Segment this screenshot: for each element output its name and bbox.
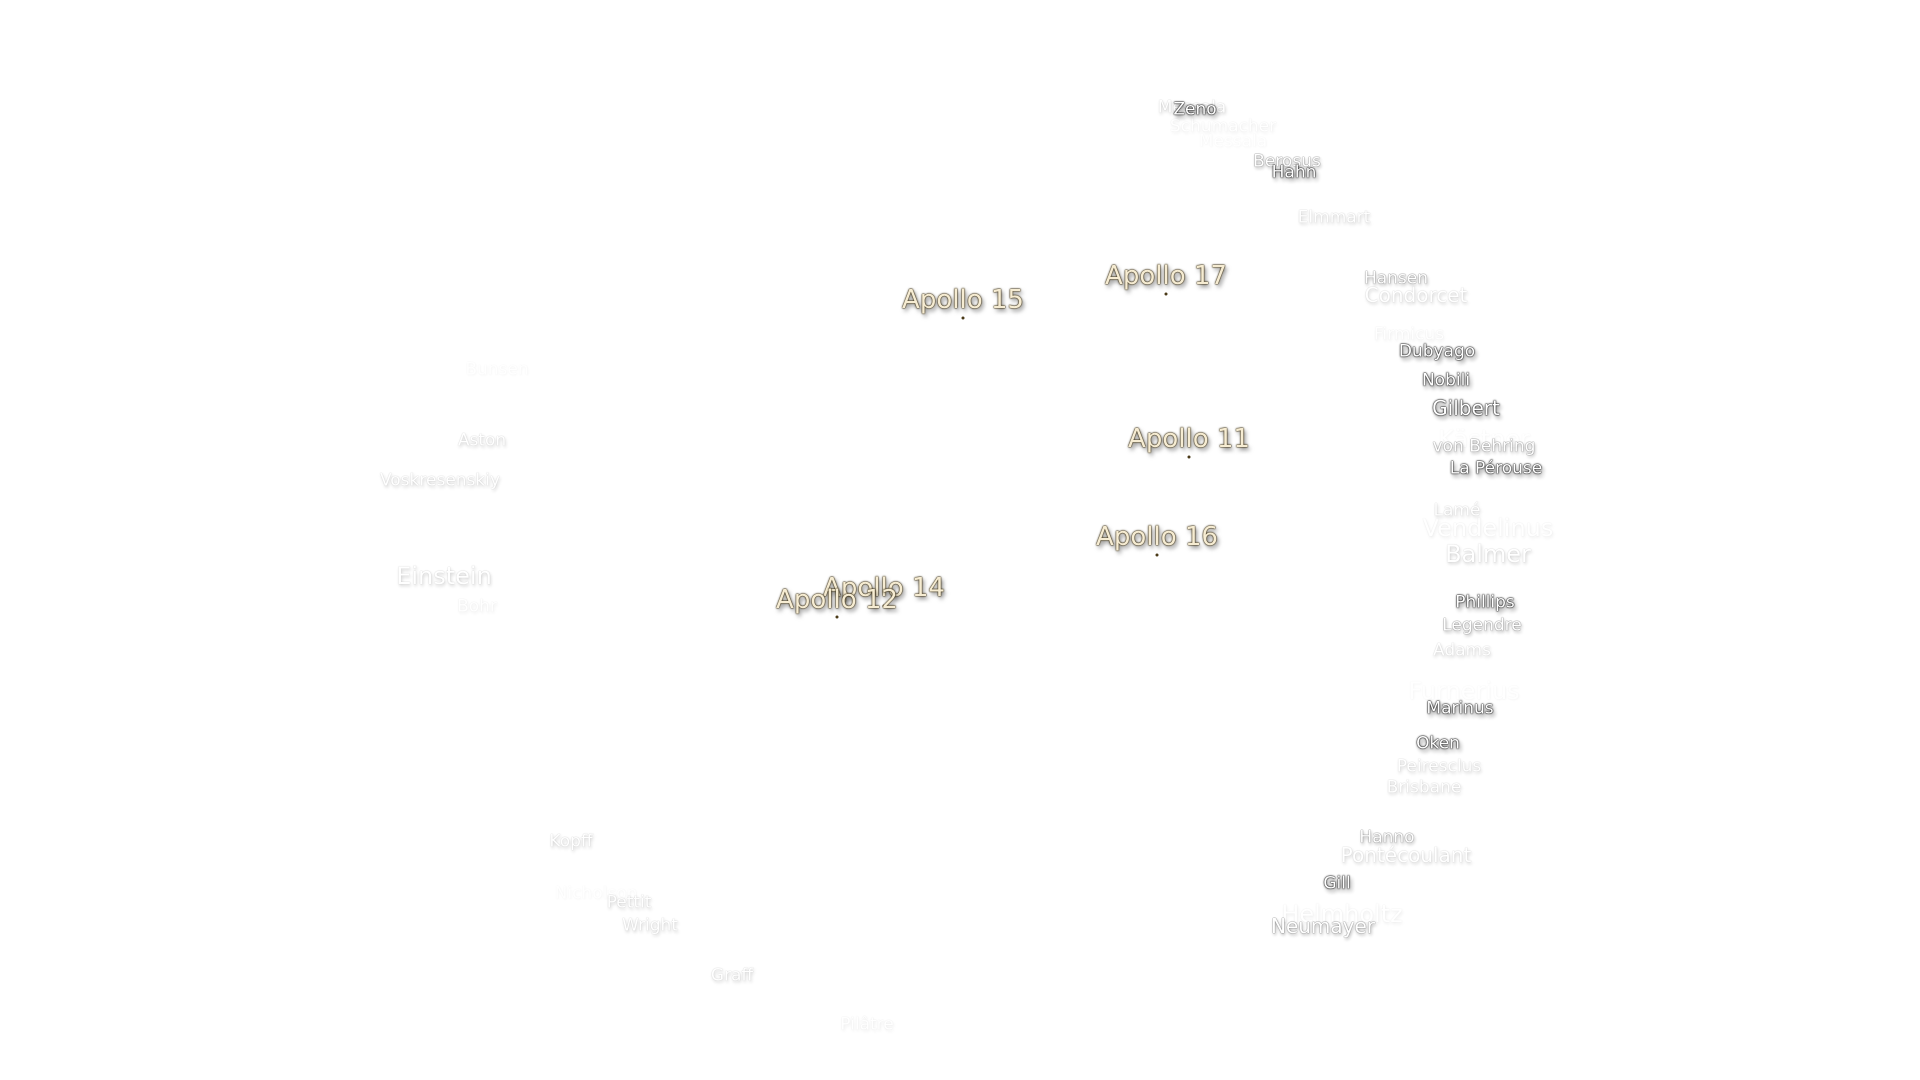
apollo-12-label[interactable]: Apollo 12 [776,585,898,615]
crater-label[interactable]: Phillips [1455,592,1515,613]
crater-label[interactable]: Bohr [457,596,497,617]
crater-label[interactable]: Condorcet [1364,283,1468,307]
crater-label[interactable]: Legendre [1442,615,1522,636]
crater-label[interactable]: Lamé [1433,500,1481,521]
apollo-15-site-marker [961,316,965,320]
crater-label[interactable]: Dubyago [1398,341,1476,362]
crater-label[interactable]: Gilbert [1432,396,1500,420]
crater-label[interactable]: Nicholson [554,883,638,904]
crater-label[interactable]: Gill [1323,873,1351,894]
crater-label[interactable]: Furnerius [1408,677,1520,705]
apollo-14-label[interactable]: Apollo 14 [823,573,945,603]
crater-label[interactable]: Schumacher [1169,116,1277,137]
crater-label[interactable]: Hansen [1363,268,1429,289]
crater-label[interactable]: Adams [1433,640,1491,661]
crater-label[interactable]: Wright [622,915,678,936]
crater-label[interactable]: Neumayer [1270,914,1376,938]
crater-label[interactable]: Helmholtz [1281,900,1403,928]
crater-label[interactable]: Balmer [1445,540,1531,568]
apollo-11-site-marker [1187,455,1191,459]
crater-label[interactable]: Brisbane [1386,777,1462,798]
crater-label[interactable]: Vendelinus [1422,514,1554,542]
crater-label[interactable]: Kopff [549,831,593,852]
crater-label[interactable]: Messala [1157,97,1227,118]
crater-label[interactable]: Hanno [1359,827,1415,848]
crater-label[interactable]: Nobili [1421,370,1471,391]
crater-label[interactable]: Elmmart [1297,207,1371,228]
crater-label[interactable]: Pettit [606,892,652,913]
crater-label[interactable]: Graff [710,965,754,986]
crater-label[interactable]: Hahn [1271,162,1317,183]
crater-label[interactable]: von Behring [1432,436,1536,457]
crater-label[interactable]: Pilâtre [840,1014,894,1035]
crater-label[interactable]: Kästner [1438,425,1530,453]
apollo-15-label[interactable]: Apollo 15 [902,285,1024,315]
crater-label[interactable]: Peiresclus [1396,756,1482,777]
crater-label[interactable]: Pontécoulant [1340,843,1472,867]
crater-label[interactable]: Voskresenskiy [379,470,501,491]
apollo-17-site-marker [1164,292,1168,296]
crater-label[interactable]: Bunsen [465,359,529,380]
crater-label[interactable]: Oken [1416,733,1460,754]
apollo-14-site-marker [882,604,886,608]
apollo-11-label[interactable]: Apollo 11 [1128,424,1250,454]
crater-label[interactable]: Aston [457,430,507,451]
crater-label[interactable]: Messala [1198,131,1268,152]
apollo-12-site-marker [835,615,839,619]
apollo-16-site-marker [1155,553,1159,557]
crater-label[interactable]: La Pérouse [1449,458,1543,479]
apollo-16-label[interactable]: Apollo 16 [1096,522,1218,552]
crater-label[interactable]: Einstein [396,562,492,590]
crater-label[interactable]: Firmicus [1373,324,1445,345]
crater-label[interactable]: Marinus [1426,698,1494,719]
crater-label[interactable]: Berosus [1253,151,1321,172]
apollo-17-label[interactable]: Apollo 17 [1105,261,1227,291]
crater-label[interactable]: Zeno [1173,99,1217,120]
